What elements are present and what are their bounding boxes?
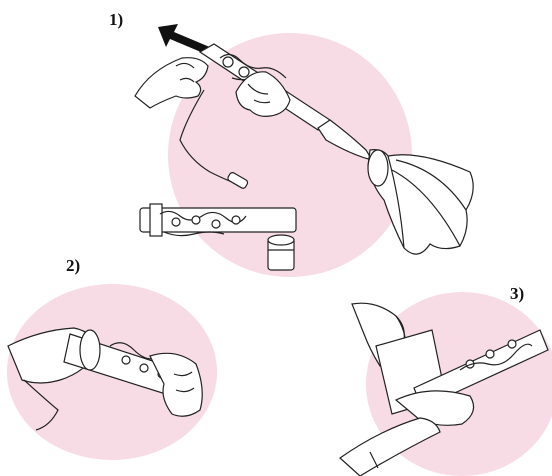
step-3-label: 3) <box>510 284 524 304</box>
clarinet-lower-joint <box>140 204 296 236</box>
grease-jar <box>268 235 294 270</box>
step-2-label: 2) <box>66 256 80 276</box>
step-1-label: 1) <box>109 10 123 30</box>
